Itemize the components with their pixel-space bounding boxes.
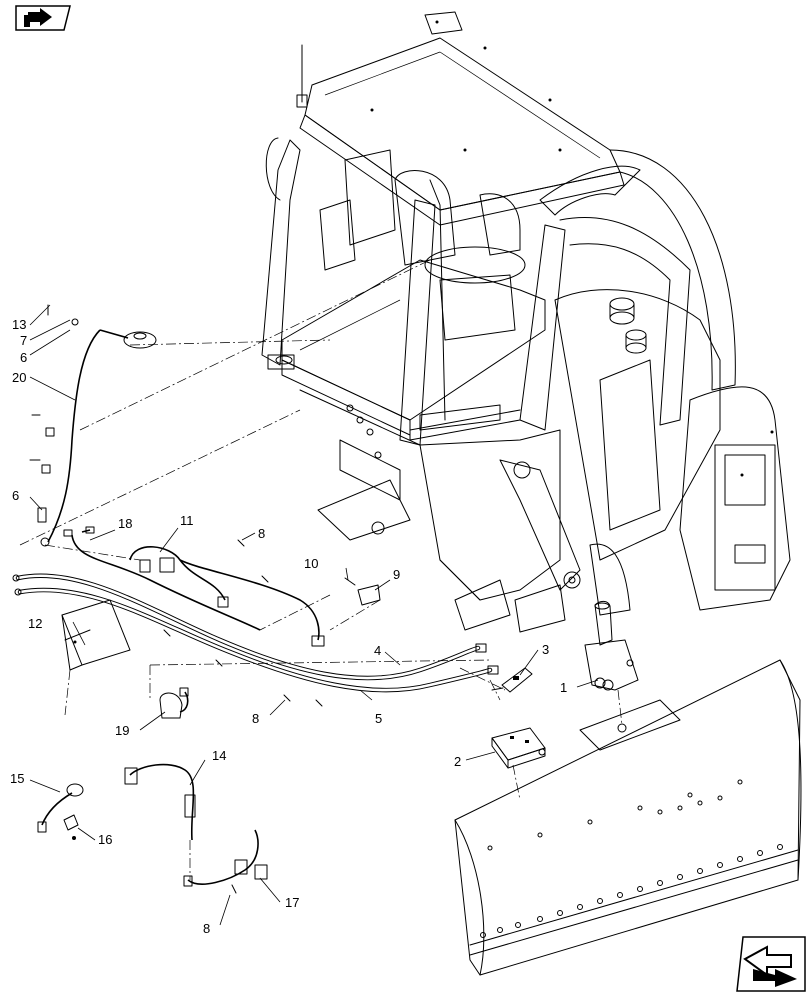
callout-8a: 8 [258,526,265,541]
part-10-bolt [344,577,356,586]
callout-7: 7 [20,333,27,348]
callout-9: 9 [393,567,400,582]
part-17-harness [183,829,268,887]
callout-1: 1 [560,680,567,695]
callout-17: 17 [285,895,299,910]
callout-6a: 6 [20,350,27,365]
callout-14: 14 [212,748,226,763]
part-15-sensor [37,783,84,833]
callout-18: 18 [118,516,132,531]
part-2-control-box [491,727,546,769]
callout-13: 13 [12,317,26,332]
nav-back-icon[interactable] [14,5,72,31]
dozer-blade [454,659,802,976]
callout-3: 3 [542,642,549,657]
callout-12: 12 [28,616,42,631]
leader-lines [29,304,599,926]
hydraulic-hoses [12,573,499,693]
tractor-cab-assembly [261,11,791,633]
part-8-ties [163,539,323,894]
callout-labels: 1 2 3 4 5 6 6 7 8 8 8 9 10 11 12 13 14 1… [10,317,567,936]
callout-16: 16 [98,832,112,847]
callout-8b: 8 [252,711,259,726]
part-18-harness [63,526,261,631]
callout-5: 5 [375,711,382,726]
part-20-beacon-cable [29,304,157,547]
part-1-mount-bracket [584,600,639,691]
part-19-switch [159,687,189,719]
callout-15: 15 [10,771,24,786]
part-16-bolt [63,814,79,840]
part-14-harness [124,763,196,880]
callout-4: 4 [374,643,381,658]
part-11-harness [129,546,325,647]
callout-20: 20 [12,370,26,385]
callout-11: 11 [180,513,194,528]
callout-19: 19 [115,723,129,738]
callout-6b: 6 [12,488,19,503]
callout-10: 10 [304,556,318,571]
nav-forward-icon[interactable] [735,935,807,993]
assembly-reference-lines [19,259,623,801]
callout-8c: 8 [203,921,210,936]
part-12-bracket [61,599,131,716]
callout-2: 2 [454,754,461,769]
